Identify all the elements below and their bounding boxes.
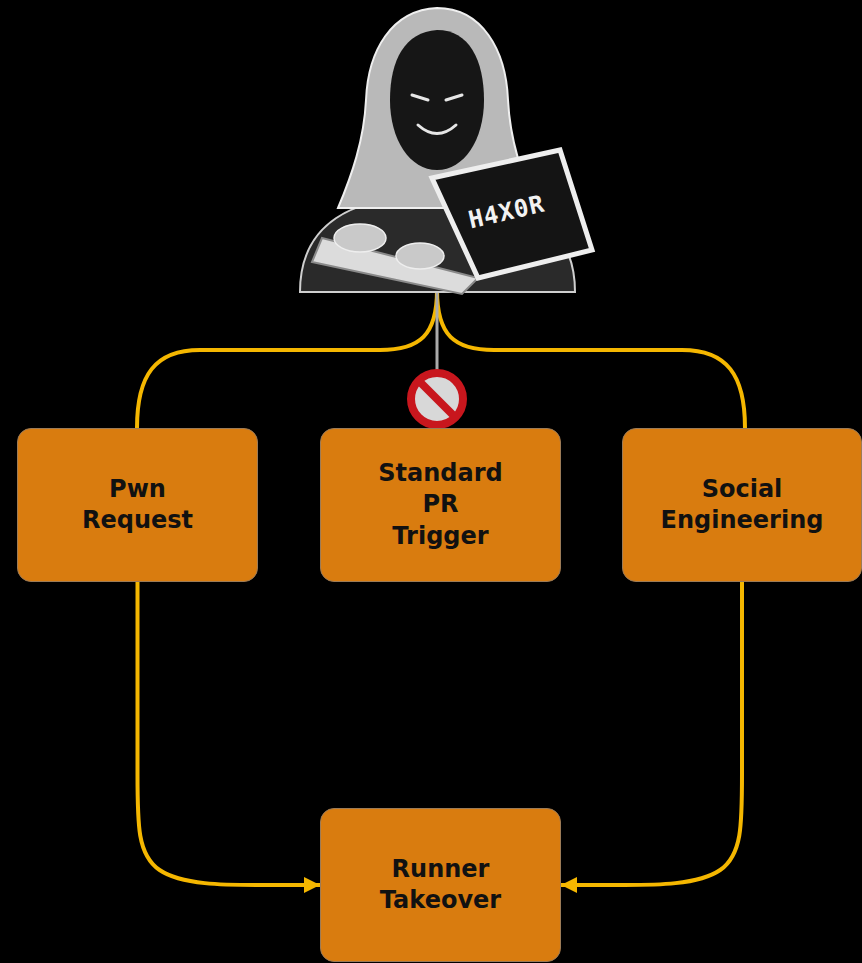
screen-text: H4X0R	[466, 190, 548, 235]
attack-path	[437, 290, 745, 428]
process-box: Social Engineering	[622, 428, 862, 582]
attack-path	[137, 290, 437, 428]
box-label: Standard PR Trigger	[371, 458, 511, 552]
box-label: Social Engineering	[657, 474, 827, 536]
blocked-path	[436, 290, 439, 372]
box-label: Runner Takeover	[371, 854, 511, 916]
process-box: Pwn Request	[17, 428, 258, 582]
flow-arrow	[561, 582, 742, 885]
process-box: Runner Takeover	[320, 808, 561, 962]
prohibition-sign	[411, 373, 463, 425]
hacker-figure	[300, 8, 592, 294]
box-label: Pwn Request	[73, 474, 203, 536]
process-box: Standard PR Trigger	[320, 428, 561, 582]
flow-arrow	[138, 582, 321, 885]
